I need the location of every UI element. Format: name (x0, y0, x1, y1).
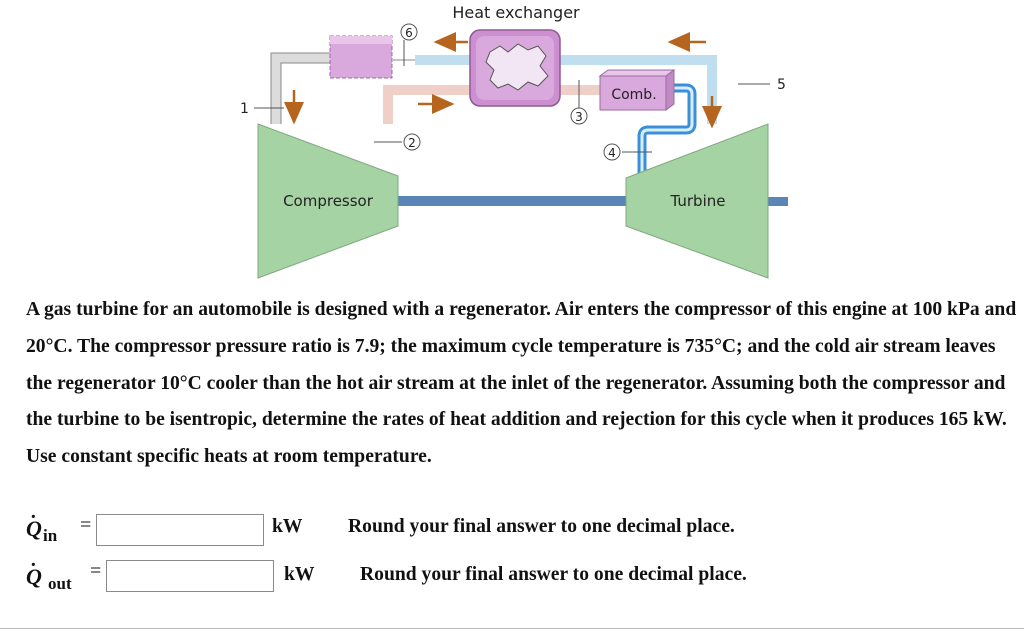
q-out-rounding-note: Round your final answer to one decimal p… (360, 564, 747, 585)
state-6-marker (400, 23, 418, 41)
q-in-equals: = (80, 514, 92, 536)
q-out-symbol: Q (26, 564, 42, 589)
compressed-air-pipe (383, 85, 470, 124)
state-6-label: 6 (405, 26, 413, 40)
state-4-label: 4 (608, 146, 616, 160)
q-out-input[interactable] (106, 560, 274, 592)
answer-row-q-out: · Q out = kW Round your final answer to … (26, 554, 1016, 594)
q-in-unit: kW (272, 516, 303, 537)
q-in-input[interactable] (96, 514, 264, 546)
problem-statement: A gas turbine for an automobile is desig… (26, 299, 1017, 468)
q-out-unit: kW (284, 564, 315, 585)
q-in-symbol: Q (26, 516, 42, 541)
state-2-label: 2 (408, 136, 416, 150)
q-out-equals: = (90, 560, 102, 582)
regenerative-gas-turbine-diagram: Compressor Turbine Comb. Heat exchanger … (240, 3, 788, 279)
compressor (257, 123, 399, 279)
combustor-label: Comb. (611, 87, 656, 103)
inlet-pipe (271, 53, 330, 124)
state-1-label: 1 (240, 101, 249, 117)
q-out-dot: · (30, 554, 37, 576)
heat-exchanger-title: Heat exchanger (452, 3, 580, 22)
state-3-label: 3 (575, 110, 583, 124)
turbine (625, 123, 769, 279)
answer-row-q-in: · Q in = kW Round your final answer to o… (26, 506, 1016, 546)
bottom-divider (0, 628, 1024, 629)
turbine-label: Turbine (670, 192, 726, 210)
heat-exchanger-core (485, 43, 549, 91)
shaft (398, 196, 628, 206)
state-5-label: 5 (777, 77, 786, 93)
q-out-subscript: out (48, 574, 72, 593)
state-2-marker (403, 133, 421, 151)
compressor-label: Compressor (283, 192, 374, 210)
q-in-subscript: in (43, 526, 58, 545)
q-in-rounding-note: Round your final answer to one decimal p… (348, 516, 735, 537)
state-3-marker (570, 107, 588, 125)
shaft-output (768, 197, 788, 206)
q-in-dot: · (30, 506, 37, 528)
state-4-marker (603, 143, 621, 161)
